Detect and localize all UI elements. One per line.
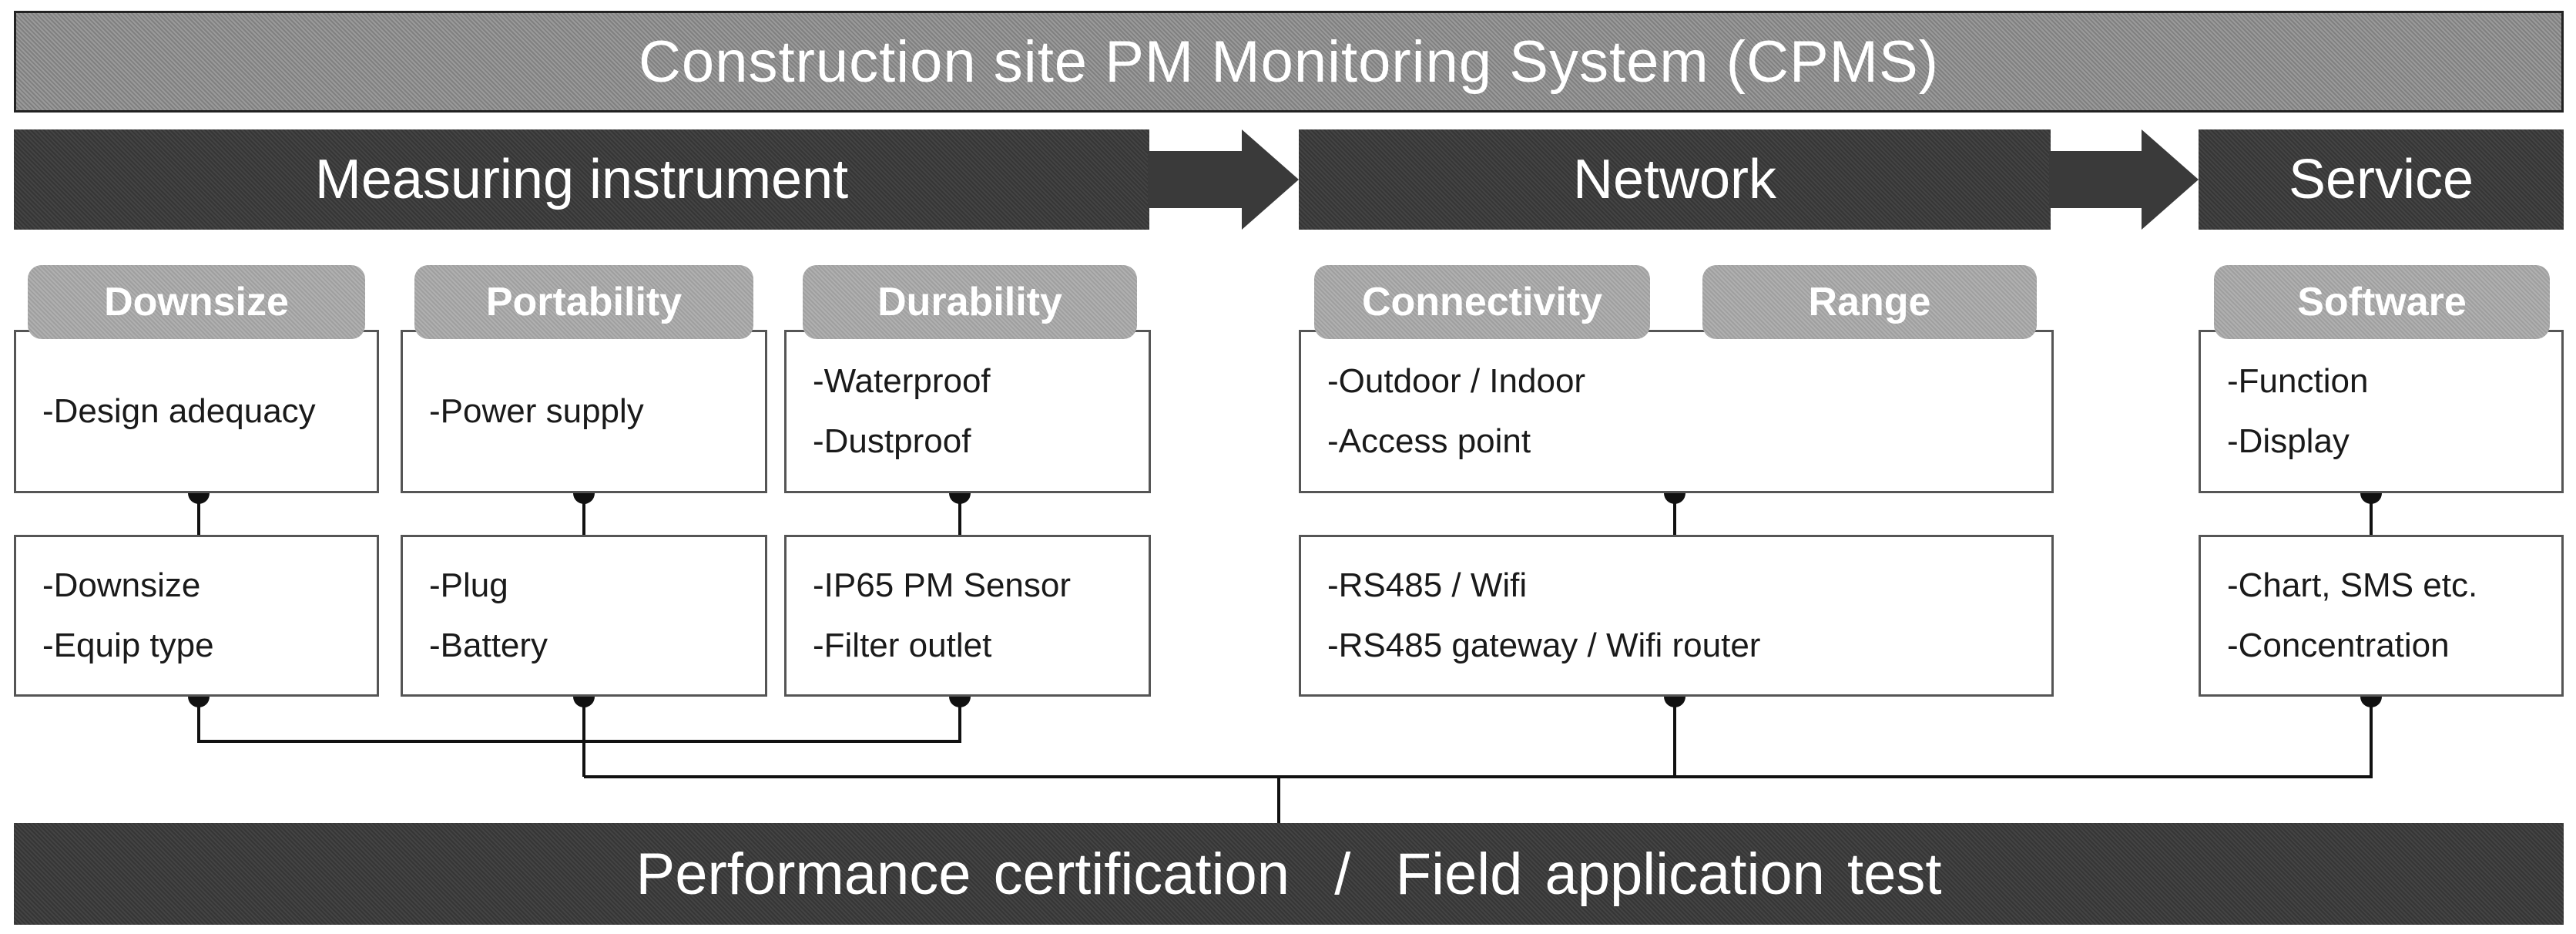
box-line: -Design adequacy xyxy=(42,392,316,430)
box-line: -Downsize xyxy=(42,566,201,604)
box-line: -IP65 PM Sensor xyxy=(813,566,1072,604)
box-line: -Chart, SMS etc. xyxy=(2227,566,2478,604)
diagram-title: Construction site PM Monitoring System (… xyxy=(14,11,2564,113)
box-line: -Equip type xyxy=(42,627,214,664)
box-line: -Access point xyxy=(1327,422,1531,460)
box-line: -Concentration xyxy=(2227,627,2450,664)
pill-portability: Portability xyxy=(414,265,753,339)
box-line: -Battery xyxy=(429,627,548,664)
box-line: -Outdoor / Indoor xyxy=(1327,362,1586,400)
box-line: -Display xyxy=(2227,422,2350,460)
pill-software: Software xyxy=(2214,265,2550,339)
durability-bottom-box: -IP65 PM Sensor -Filter outlet xyxy=(784,535,1151,697)
service-bottom-box: -Chart, SMS etc. -Concentration xyxy=(2199,535,2564,697)
portability-top-box: -Power supply xyxy=(401,330,767,493)
service-top-box: -Function -Display xyxy=(2199,330,2564,493)
box-line: -Power supply xyxy=(429,392,644,430)
pill-connectivity: Connectivity xyxy=(1314,265,1650,339)
box-line: -RS485 gateway / Wifi router xyxy=(1327,627,1761,664)
box-line: -Dustproof xyxy=(813,422,971,460)
pill-range: Range xyxy=(1702,265,2037,339)
arrow-right-icon xyxy=(2049,129,2199,230)
section-measuring-instrument: Measuring instrument xyxy=(14,129,1149,230)
network-top-box: -Outdoor / Indoor -Access point xyxy=(1299,330,2054,493)
box-line: -Plug xyxy=(429,566,508,604)
section-network: Network xyxy=(1299,129,2051,230)
pill-durability: Durability xyxy=(803,265,1137,339)
footer-performance-certification: Performance certification / Field applic… xyxy=(14,823,2564,925)
box-line: -Function xyxy=(2227,362,2369,400)
box-line: -Filter outlet xyxy=(813,627,992,664)
downsize-bottom-box: -Downsize -Equip type xyxy=(14,535,379,697)
box-line: -Waterproof xyxy=(813,362,991,400)
durability-top-box: -Waterproof -Dustproof xyxy=(784,330,1151,493)
pill-downsize: Downsize xyxy=(28,265,365,339)
arrow-right-icon xyxy=(1148,129,1299,230)
box-line: -RS485 / Wifi xyxy=(1327,566,1528,604)
portability-bottom-box: -Plug -Battery xyxy=(401,535,767,697)
network-bottom-box: -RS485 / Wifi -RS485 gateway / Wifi rout… xyxy=(1299,535,2054,697)
downsize-top-box: -Design adequacy xyxy=(14,330,379,493)
section-service: Service xyxy=(2199,129,2564,230)
